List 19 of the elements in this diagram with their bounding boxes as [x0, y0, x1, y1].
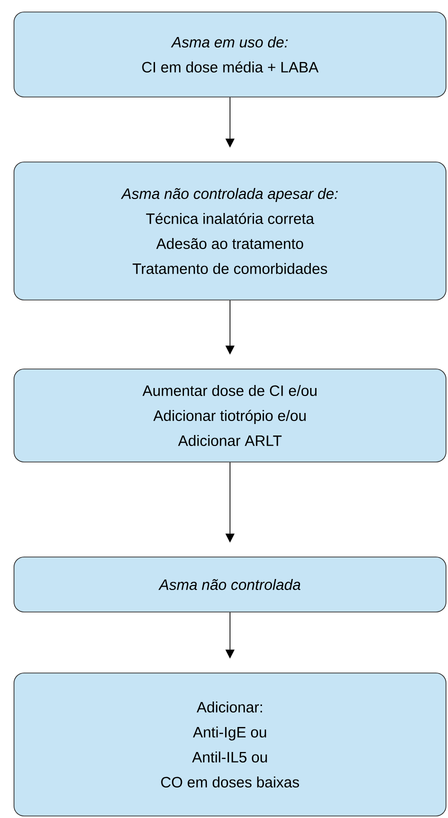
body-text: Técnica inalatória correta: [146, 212, 314, 224]
body-text: Adicionar ARLT: [178, 435, 282, 446]
body-text: Adesão ao tratamento: [156, 238, 304, 249]
heading-text: Asma não controlada: [158, 579, 300, 590]
body-text: CI em dose média + LABA: [142, 61, 319, 72]
body-text: Adicionar:: [196, 702, 262, 712]
body-text: Adicionar tiotrópio e/ou: [153, 410, 306, 424]
heading-text: Asma não controlada apesar de:: [120, 188, 338, 202]
process-box: [14, 368, 446, 462]
body-text: Aumentar dose de CI e/ou: [142, 385, 317, 396]
process-box: [14, 556, 446, 612]
body-text: Antil-IL5 ou: [192, 752, 267, 762]
heading-text: Asma em uso de:: [170, 36, 288, 48]
body-text: CO em doses baixas: [161, 776, 300, 788]
body-text: Anti-IgE ou: [192, 726, 266, 740]
process-box: [14, 672, 446, 816]
process-box: [14, 162, 446, 300]
body-text: Tratamento de comorbidades: [132, 263, 328, 274]
process-box: [14, 12, 446, 98]
